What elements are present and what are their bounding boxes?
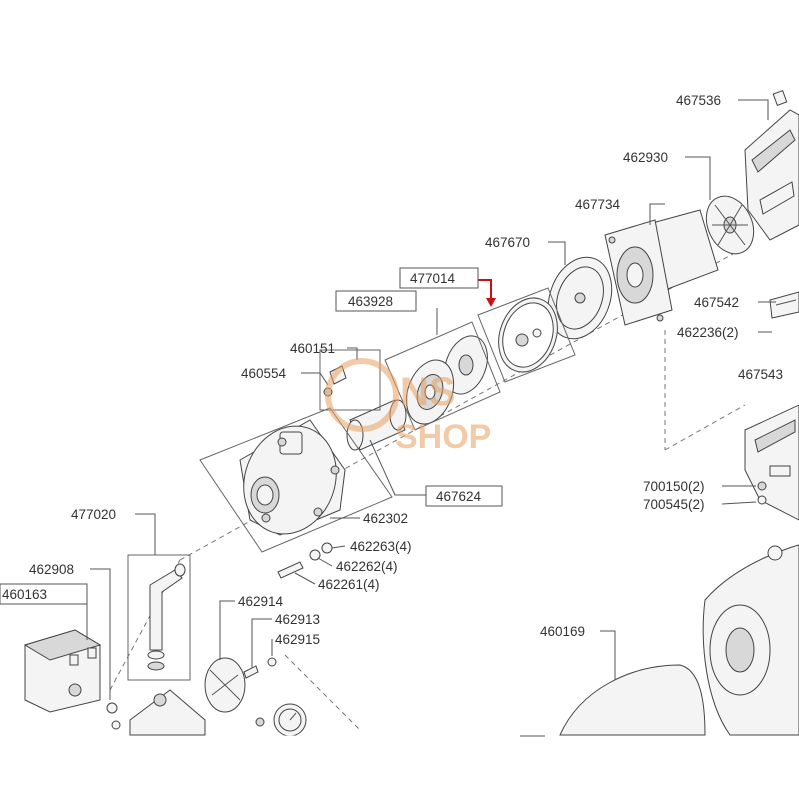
label-460169: 460169 [540,624,585,639]
label-462236: 462236(2) [677,325,739,340]
base-screws-part [757,481,767,505]
watermark-logo: NS SHOP [325,358,491,456]
pump-body-group-frame [199,407,393,553]
watermark-line1: NS [400,370,456,414]
label-462915: 462915 [275,632,320,647]
tank-part [559,544,799,736]
label-462913: 462913 [275,612,320,627]
label-467543: 467543 [738,367,783,382]
fan-part [705,195,755,255]
label-467624: 467624 [436,489,482,504]
pump-body-part [239,419,346,536]
pipe-group-frame [127,554,191,681]
label-460151: 460151 [290,341,335,356]
label-462908: 462908 [29,562,74,577]
leader-lines [86,99,776,700]
highlight-arrow [478,279,496,307]
suction-pipe-part [147,563,186,671]
label-477014: 477014 [410,271,456,286]
base-guide-line-2 [664,404,746,451]
o-ring-part [498,297,558,373]
label-467734: 467734 [575,197,621,212]
label-460554: 460554 [241,366,287,381]
plug-group-frame [319,349,381,411]
watermark-line2: SHOP [395,418,491,456]
label-467536: 467536 [676,93,721,108]
label-462930: 462930 [623,150,668,165]
label-462263: 462263(4) [350,539,412,554]
impeller-group-frame [384,321,501,431]
label-box-477014 [399,267,479,289]
label-700150: 700150(2) [643,479,705,494]
label-462262: 462262(4) [336,559,398,574]
label-463928: 463928 [348,294,393,309]
manifold-part [111,657,307,737]
screws-part [277,542,333,579]
label-462261: 462261(4) [318,577,380,592]
label-467670: 467670 [485,235,530,250]
o-ring-group-frame [477,287,576,383]
label-477020: 477020 [71,507,116,522]
label-box-463928 [335,290,417,312]
motor-part [604,209,719,326]
label-460163: 460163 [2,587,47,602]
base-bracket-part [744,291,799,521]
label-462302: 462302 [363,511,408,526]
pressure-switch-guide [109,559,181,691]
label-462914: 462914 [238,594,284,609]
motor-cover-part [744,90,799,241]
label-467542: 467542 [694,295,739,310]
pressure-switch-part [23,629,118,714]
seal-plate-part [547,256,613,340]
impeller-part [405,335,488,425]
label-box-467624 [425,485,503,507]
label-700545: 700545(2) [643,497,705,512]
label-box-460163 [0,583,88,605]
